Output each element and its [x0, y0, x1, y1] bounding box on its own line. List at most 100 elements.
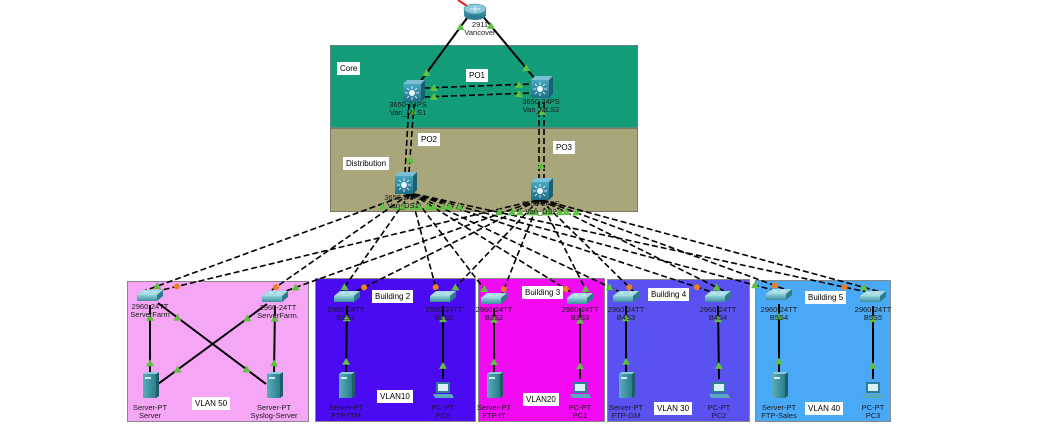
switch-icon[interactable]	[481, 293, 507, 304]
links-layer	[143, 0, 882, 385]
link-up-indicator	[455, 202, 464, 210]
link-ds1-b3s2[interactable]	[410, 193, 489, 295]
link-blocked-indicator	[173, 283, 180, 290]
switch-icon[interactable]	[705, 291, 731, 302]
link-blocked-indicator	[432, 284, 439, 291]
switch-icon[interactable]	[613, 291, 639, 302]
link-ds1-b5s4[interactable]	[413, 193, 774, 291]
link-up-indicator	[751, 281, 760, 289]
device-name: FTP-ITM	[331, 411, 361, 420]
pc-icon[interactable]	[570, 382, 591, 398]
link-up-indicator	[526, 208, 535, 216]
link-ds2-b2s1[interactable]	[354, 199, 539, 293]
link-up-indicator	[581, 285, 590, 293]
link-ds1-b4s4[interactable]	[412, 193, 713, 293]
pc-icon[interactable]	[863, 382, 884, 398]
link-up-indicator	[562, 208, 571, 215]
switch-icon[interactable]	[567, 293, 593, 304]
switch-icon[interactable]	[766, 289, 792, 300]
multilayer-switch-icon[interactable]	[531, 76, 553, 98]
device-model: 3650-24PS	[389, 100, 427, 109]
device-model: 2960-24TT	[425, 305, 463, 314]
link-ds2-b5s5[interactable]	[542, 199, 882, 293]
device-name: Syslog-Server	[250, 411, 298, 420]
link-up-indicator	[714, 361, 723, 369]
server-icon[interactable]	[487, 372, 503, 398]
link-ds2-b4s4[interactable]	[540, 199, 727, 293]
device-name: Van_DS2	[525, 207, 557, 216]
link-up-indicator	[430, 93, 438, 100]
link-ds1-b4s3[interactable]	[412, 193, 621, 293]
device-model: 2960-24TT	[131, 302, 169, 311]
switch-icon[interactable]	[860, 291, 886, 302]
link-ds2-b4s3[interactable]	[540, 199, 635, 293]
device-model: 2960-24TT	[699, 305, 737, 314]
multilayer-switch-icon[interactable]	[395, 172, 417, 194]
link-up-indicator	[430, 84, 438, 91]
link-up-indicator	[495, 208, 504, 216]
pc-icon[interactable]	[709, 382, 730, 398]
device-name: B2S2	[434, 313, 454, 322]
link-ds1-b2s1[interactable]	[340, 193, 411, 293]
po1-label: PO1	[466, 69, 489, 82]
link-ds2-b2s2[interactable]	[450, 199, 540, 293]
link-up-indicator	[572, 208, 581, 216]
link-blocked-indicator	[500, 286, 507, 293]
link-ds1-b2s2[interactable]	[410, 193, 438, 293]
link-ds1-b3s3[interactable]	[411, 193, 575, 295]
device-name: B3S3	[570, 313, 590, 322]
building4-label: Building 4	[648, 288, 690, 301]
device-name: B2S1	[336, 313, 356, 322]
router-icon[interactable]	[463, 3, 487, 20]
switch-icon[interactable]	[137, 290, 163, 301]
link-ds1-b5s5[interactable]	[414, 193, 868, 293]
po1-link-a[interactable]	[423, 83, 531, 89]
link-up-indicator	[270, 314, 279, 322]
device-name: ServerFarm.	[257, 311, 299, 320]
link-up-indicator	[540, 208, 549, 216]
link-up-indicator	[622, 314, 630, 322]
device-model: 2960-24TT	[259, 303, 297, 312]
link-up-indicator	[406, 156, 414, 163]
vlan40-label: VLAN 40	[805, 402, 844, 415]
link-ds2-sf1[interactable]	[157, 199, 538, 292]
switch-icon[interactable]	[262, 291, 288, 302]
link-ds1-sf2[interactable]	[268, 193, 411, 293]
multilayer-switch-icon[interactable]	[403, 80, 425, 102]
server-icon[interactable]	[772, 372, 788, 398]
po2-link-a[interactable]	[404, 103, 410, 173]
link-up-indicator	[409, 202, 418, 210]
device-model: Server-PT	[256, 403, 292, 412]
server-icon[interactable]	[267, 372, 283, 398]
server-icon[interactable]	[619, 372, 635, 398]
distribution-label: Distribution	[343, 157, 390, 170]
switch-icon[interactable]	[430, 291, 456, 302]
server-icon[interactable]	[339, 372, 355, 398]
link-blocked-indicator	[626, 284, 633, 291]
po1-link-b[interactable]	[423, 92, 531, 98]
device-model: PC-PT	[431, 403, 455, 412]
device-model: 2911	[471, 20, 489, 29]
pc-icon[interactable]	[433, 382, 454, 398]
building2-label: Building 2	[372, 290, 414, 303]
link-ds2-b5s4[interactable]	[541, 199, 788, 291]
link-ds2-b3s2[interactable]	[501, 199, 541, 295]
serverfarm-area	[127, 281, 309, 422]
link-up-indicator	[399, 202, 408, 210]
multilayer-switch-icon[interactable]	[531, 178, 553, 200]
switch-icon[interactable]	[334, 291, 360, 302]
link-ds1-sf1[interactable]	[143, 193, 410, 292]
server-icon[interactable]	[143, 372, 159, 398]
po3-label: PO3	[553, 141, 576, 154]
